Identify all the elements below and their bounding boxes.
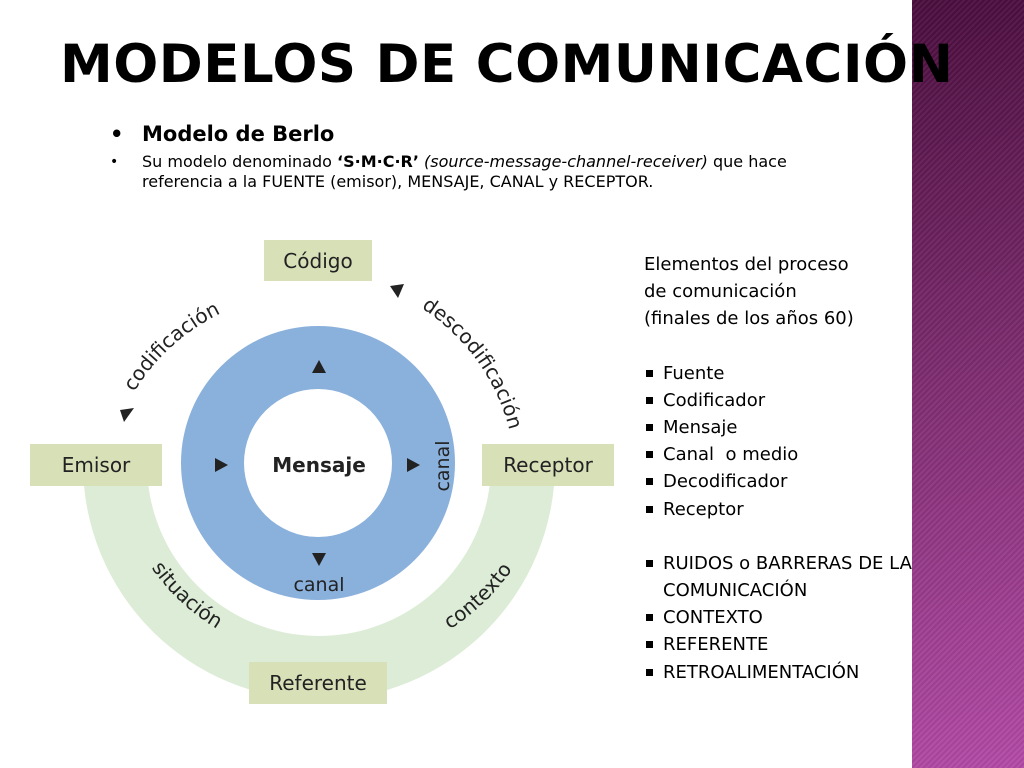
elements-group-1: Fuente Codificador Mensaje Canal o medio…: [644, 360, 912, 523]
square-bullet-icon: [646, 396, 653, 404]
smcr-acronym: ‘S·M·C·R’: [337, 152, 419, 171]
square-bullet-icon: [646, 369, 653, 377]
list-item: Decodificador: [644, 468, 912, 495]
canal-right-label: canal: [432, 440, 454, 491]
arc-codificacion: codificación: [118, 296, 223, 394]
decorative-side-bar: [912, 0, 1024, 768]
codigo-box: [264, 240, 372, 281]
list-item: Mensaje: [644, 414, 912, 441]
square-bullet-icon: [646, 641, 653, 649]
arrow-down-right-icon: [390, 284, 404, 298]
emisor-label: Emisor: [62, 453, 131, 477]
codigo-label: Código: [283, 249, 352, 273]
list-item: Canal o medio: [644, 441, 912, 468]
slide-title: MODELOS DE COMUNICACIÓN: [60, 34, 954, 95]
elements-list-panel: Elementos del proceso de comunicación (f…: [644, 251, 912, 686]
bullet-model-name: • Modelo de Berlo: [110, 120, 850, 148]
emisor-box: [30, 444, 162, 486]
square-bullet-icon: [646, 559, 653, 567]
message-circle: [244, 389, 392, 537]
context-band: [83, 464, 555, 700]
referente-label: Referente: [269, 671, 367, 695]
list-item: CONTEXTO: [644, 604, 912, 631]
berlo-diagram: Mensaje canal canal codificación descodi…: [30, 240, 614, 704]
intro-line: Elementos del proceso: [644, 254, 849, 275]
arrow-right-icon: [407, 458, 420, 472]
square-bullet-icon: [646, 614, 653, 622]
list-item: Codificador: [644, 387, 912, 414]
receptor-box: [482, 444, 614, 486]
bullet-dot: •: [110, 122, 124, 146]
list-item: REFERENTE: [644, 631, 912, 658]
list-item: Receptor: [644, 496, 912, 523]
smcr-expansion: (source-message-channel-receiver): [418, 152, 708, 171]
intro-line: de comunicación: [644, 281, 797, 303]
arrow-right-icon: [215, 458, 228, 472]
square-bullet-icon: [646, 451, 653, 459]
arrow-down-left-icon: [120, 408, 134, 422]
bullet-list: • Modelo de Berlo • Su modelo denominado…: [110, 120, 850, 192]
center-message-label: Mensaje: [272, 453, 366, 477]
square-bullet-icon: [646, 424, 653, 432]
bullet-dot: •: [110, 154, 119, 170]
intro-line: (finales de los años 60): [644, 308, 854, 330]
square-bullet-icon: [646, 505, 653, 513]
arrow-down-icon: [312, 553, 326, 566]
desc-post: que hace referencia a la FUENTE (emisor)…: [142, 152, 787, 191]
elements-group-2: RUIDOS o BARRERAS DE LA COMUNICACIÓN CON…: [644, 550, 912, 686]
elements-intro: Elementos del proceso de comunicación (f…: [644, 251, 912, 333]
square-bullet-icon: [646, 668, 653, 676]
square-bullet-icon: [646, 478, 653, 486]
desc-pre: Su modelo denominado: [142, 152, 338, 171]
bullet-description: • Su modelo denominado ‘S·M·C·R’ (source…: [110, 152, 850, 192]
receptor-label: Receptor: [503, 453, 593, 477]
arrow-up-icon: [312, 360, 326, 373]
model-name-text: Modelo de Berlo: [142, 122, 335, 146]
list-item: RETROALIMENTACIÓN: [644, 659, 912, 686]
canal-bottom-label: canal: [293, 574, 344, 596]
list-item: Fuente: [644, 360, 912, 387]
list-item: RUIDOS o BARRERAS DE LA COMUNICACIÓN: [644, 550, 912, 604]
referente-box: [249, 662, 387, 704]
